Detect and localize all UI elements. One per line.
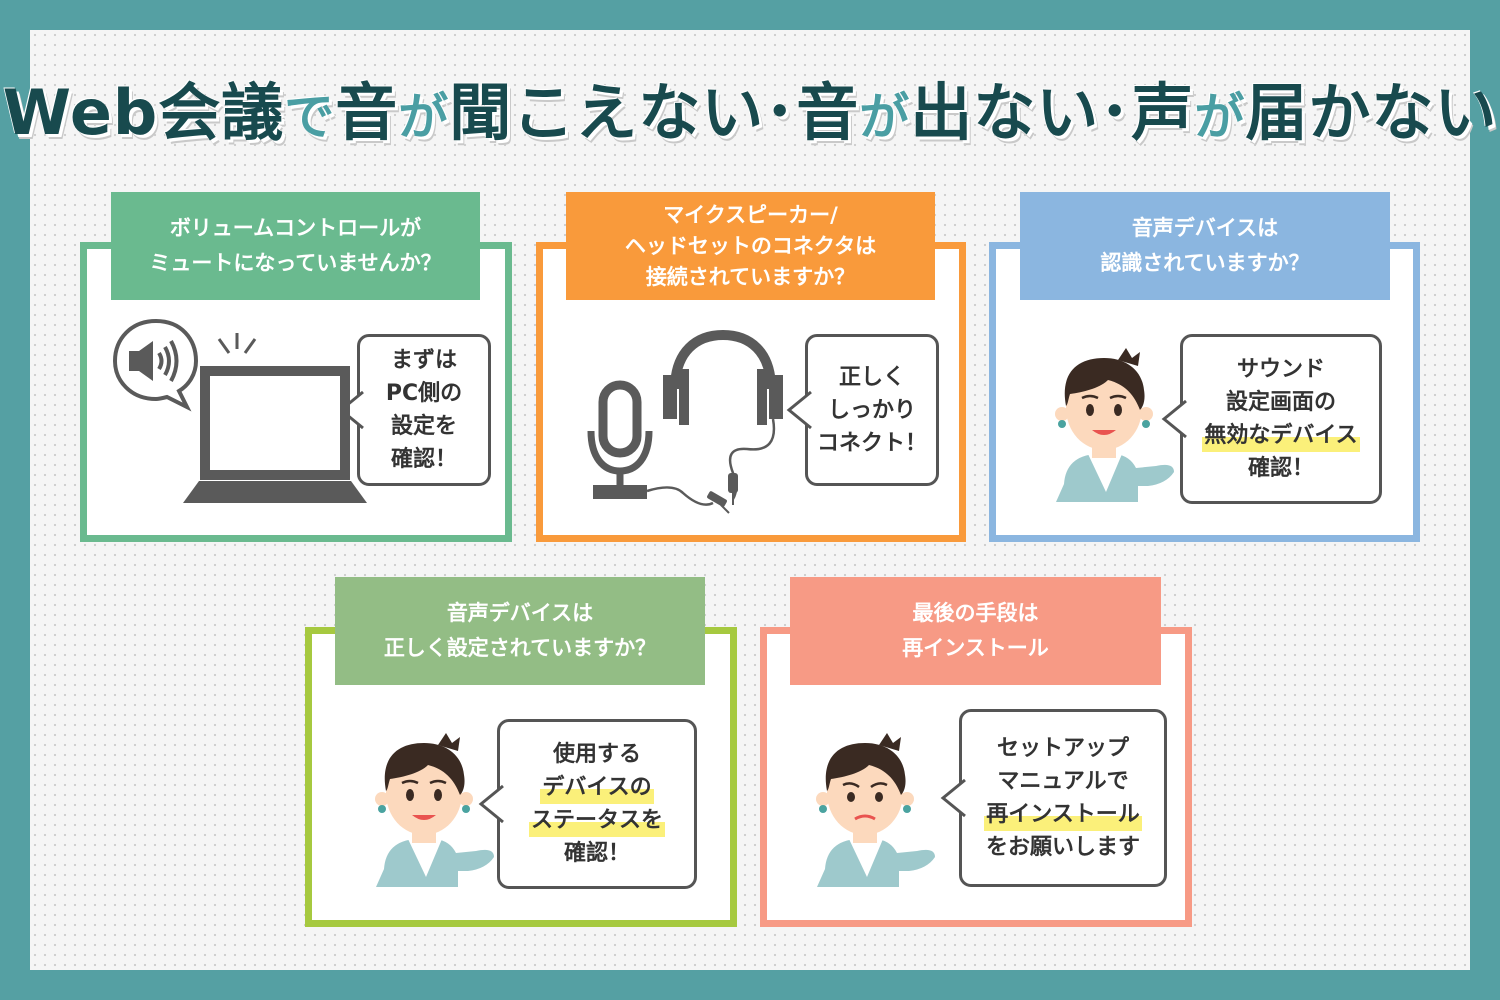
speech-bubble: サウンド 設定画面の 無効なデバイス 確認！: [1161, 334, 1382, 504]
header-line: 正しく設定されていますか？: [383, 636, 657, 660]
header-line: ボリュームコントロールが: [169, 216, 422, 240]
bubble-line: をお願いします: [985, 835, 1140, 860]
header-line: 音声デバイスは: [446, 601, 594, 625]
bubble-line: 確認！: [563, 841, 630, 866]
bubble-line: サウンド: [1236, 357, 1325, 382]
header-line: 再インストール: [902, 636, 1049, 660]
bubble-line: 確認！: [1247, 456, 1314, 481]
support-person-icon: [1055, 348, 1174, 502]
bubble-line: 設定を: [390, 414, 457, 439]
header-line: 認識されていますか？: [1100, 251, 1310, 275]
bubble-line-highlight: デバイスの: [540, 771, 654, 804]
header-line: ヘッドセットのコネクタは: [624, 233, 877, 258]
support-person-icon: [375, 733, 494, 887]
title-segment: 届かない: [1245, 76, 1498, 149]
card-header: マイクスピーカー/ ヘッドセットのコネクタは 接続されていますか？: [566, 192, 935, 300]
title-segment: 聞こえない･音: [449, 76, 860, 149]
card-header: 音声デバイスは 正しく設定されていますか？: [335, 577, 705, 685]
bubble-line: 設定画面の: [1225, 390, 1336, 415]
title-segment: 音: [335, 76, 399, 149]
title-segment: Web会議: [2, 76, 285, 149]
speech-bubble: 使用する デバイスの ステータスを 確認！: [478, 719, 697, 889]
header-line: 音声デバイスは: [1131, 216, 1279, 240]
header-line: マイクスピーカー/: [663, 202, 838, 227]
page-title: Web会議で音が聞こえない･音が出ない･声が届かない: [0, 62, 1500, 152]
bubble-line-highlight: 無効なデバイス: [1202, 419, 1360, 452]
bubble-line: 確認！: [390, 447, 457, 472]
header-line: ミュートになっていませんか？: [149, 251, 442, 275]
microphone-and-headset-icon: [587, 329, 783, 514]
bubble-line-highlight: ステータスを: [528, 804, 665, 837]
bubble-line: コネクト！: [816, 430, 927, 456]
title-segment: が: [1194, 88, 1246, 146]
header-line: 接続されていますか？: [645, 264, 856, 289]
laptop-with-speaker-icon: [112, 318, 367, 503]
bubble-line-highlight: 再インストール: [984, 798, 1142, 831]
bubble-line: PC側の: [385, 381, 463, 406]
header-line: 最後の手段は: [912, 601, 1039, 625]
card-header: 音声デバイスは 認識されていますか？: [1020, 192, 1390, 300]
speech-bubble: まずは PC側の 設定を 確認！: [338, 334, 491, 486]
card-device-configured: 使用する デバイスの ステータスを 確認！: [305, 627, 737, 927]
bubble-line: 正しく: [838, 364, 905, 390]
card-header: ボリュームコントロールが ミュートになっていませんか？: [111, 192, 480, 300]
bubble-line: しっかり: [827, 397, 916, 423]
bubble-line: セットアップ: [996, 736, 1129, 761]
speech-bubble: 正しく しっかり コネクト！: [786, 334, 939, 486]
bubble-tail: [786, 390, 812, 430]
bubble-tail: [940, 778, 966, 818]
bubble-tail: [1161, 399, 1187, 439]
bubble-line: 使用する: [552, 742, 641, 767]
bubble-tail: [478, 784, 504, 824]
title-segment: が: [859, 88, 911, 146]
title-segment: 出ない･声: [910, 76, 1195, 149]
title-segment: で: [284, 88, 336, 146]
card-header: 最後の手段は 再インストール: [790, 577, 1161, 685]
title-segment: が: [398, 88, 450, 146]
bubble-line: まずは: [390, 348, 457, 373]
bubble-line: マニュアルで: [997, 769, 1129, 794]
support-person-worried-icon: [816, 733, 935, 887]
speech-bubble: セットアップ マニュアルで 再インストール をお願いします: [940, 709, 1167, 887]
